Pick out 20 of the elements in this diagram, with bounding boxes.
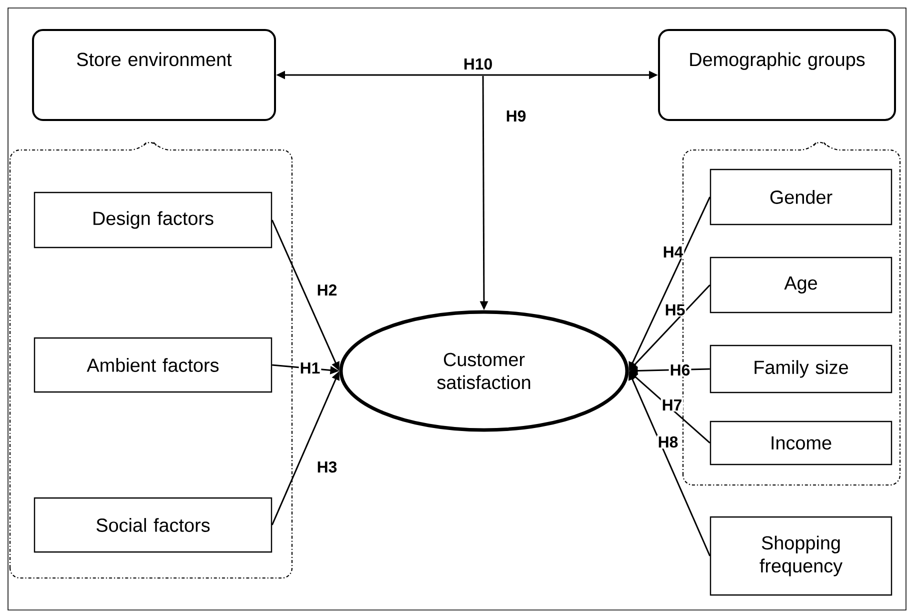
factor-box: Shopping frequency xyxy=(710,516,892,596)
edge-label: H5 xyxy=(664,303,686,317)
factor-box: Income xyxy=(710,420,892,466)
edge-label: H4 xyxy=(662,246,684,258)
edge-label: H3 xyxy=(316,460,338,474)
edge-label: H7 xyxy=(660,398,684,412)
category-box: Demographic groups xyxy=(658,29,896,121)
edge-label: H9 xyxy=(504,109,528,123)
factor-box: Ambient factors xyxy=(34,337,272,393)
factor-box: Family size xyxy=(710,344,892,394)
edge-label: H10 xyxy=(462,57,494,71)
edge-label: H8 xyxy=(656,435,680,449)
factor-box: Design factors xyxy=(34,192,272,248)
factor-box: Social factors xyxy=(34,497,272,553)
edge-label: H2 xyxy=(316,283,338,297)
factor-box: Age xyxy=(710,256,892,314)
category-box: Store environment xyxy=(32,29,276,121)
edge-label: H1 xyxy=(298,362,322,374)
factor-box: Gender xyxy=(710,168,892,226)
edge-label: H6 xyxy=(668,363,692,377)
